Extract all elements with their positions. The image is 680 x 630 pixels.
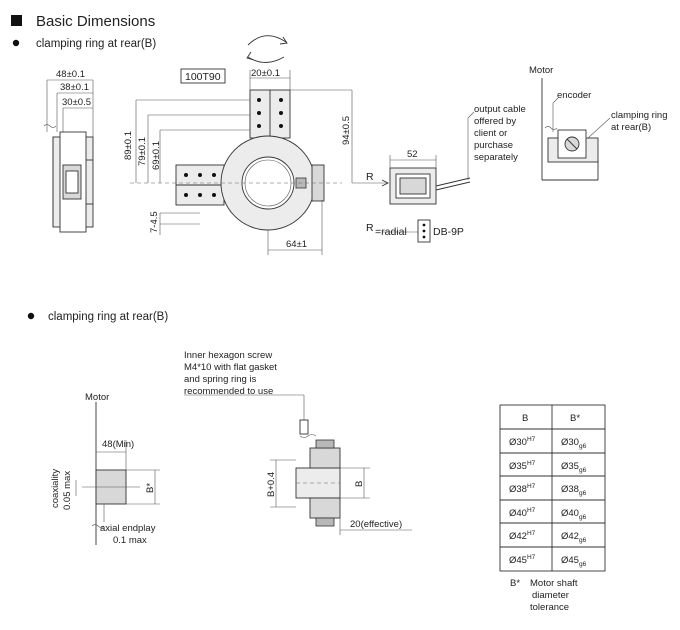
screw-note-4: recommended to use: [184, 386, 273, 397]
bullet-icon: [12, 39, 20, 47]
cable-note-4: purchase: [474, 140, 513, 151]
radial-r: R: [366, 222, 374, 234]
side-view-drawing: [43, 79, 94, 233]
heading-square-icon: [11, 15, 22, 26]
dim-89: 89±0.1: [123, 131, 134, 160]
motor-mount-drawing: [541, 78, 611, 181]
endplay-1: axial endplay: [100, 523, 156, 534]
dim-20: 20±0.1: [251, 68, 280, 79]
table-cell-b: Ø42H7: [509, 530, 536, 542]
screw-note-2: M4*10 with flat gasket: [184, 362, 277, 373]
dim-69: 69±0.1: [151, 141, 162, 170]
dim-b: B: [354, 481, 365, 487]
coaxiality-2: 0.05 max: [62, 471, 73, 510]
table-note-3: tolerance: [530, 602, 569, 613]
dim-64: 64±1: [286, 239, 307, 250]
db9-connector-drawing: [352, 111, 475, 243]
clamp-note-2: at rear(B): [611, 122, 651, 133]
radial-text: =radial: [375, 226, 407, 238]
dim-48: 48±0.1: [56, 69, 85, 80]
dim-94: 94±0.5: [341, 116, 352, 145]
section-view-drawing: [184, 394, 412, 535]
section-bottom-label: clamping ring at rear(B): [48, 311, 168, 323]
bullet-icon-2: [27, 312, 35, 320]
b-star-shaft: B*: [145, 483, 156, 493]
tag-100t90: 100T90: [185, 71, 221, 83]
motor-label-top: Motor: [529, 65, 553, 76]
db9-label: DB-9P: [433, 226, 464, 238]
cable-note-3: client or: [474, 128, 507, 139]
table-cell-bstar: Ø45g6: [561, 555, 587, 568]
dim-48-min: 48(Min): [102, 439, 134, 450]
dim-b-plus: B+0.4: [266, 472, 277, 497]
endplay-2: 0.1 max: [113, 535, 147, 546]
table-cell-b: Ø30H7: [509, 436, 536, 448]
dim-79: 79±0.1: [137, 137, 148, 166]
table-cell-b: Ø38H7: [509, 483, 536, 495]
r-label: R: [366, 171, 374, 183]
screw-note-1: Inner hexagon screw: [184, 350, 272, 361]
encoder-label: encoder: [557, 90, 591, 101]
motor-label-bottom: Motor: [85, 392, 109, 403]
table-note-1: Motor shaft: [530, 578, 578, 589]
dim-30: 30±0.5: [62, 97, 91, 108]
coaxiality-1: coaxiality: [50, 469, 61, 508]
section-top-label: clamping ring at rear(B): [36, 38, 156, 50]
table-note-2: diameter: [532, 590, 569, 601]
dim-52: 52: [407, 149, 418, 160]
table-cell-bstar: Ø38g6: [561, 484, 587, 497]
table-cell-bstar: Ø40g6: [561, 508, 587, 521]
motor-shaft-drawing: [75, 402, 160, 545]
table-cell-b: Ø45H7: [509, 554, 536, 566]
cable-note-5: separately: [474, 152, 518, 163]
table-note-mark: B*: [510, 578, 520, 589]
table-cell-bstar: Ø35g6: [561, 461, 587, 474]
table-cell-b: Ø40H7: [509, 507, 536, 519]
table-cell-b: Ø35H7: [509, 460, 536, 472]
heading-title: Basic Dimensions: [36, 13, 155, 30]
table-cell-bstar: Ø30g6: [561, 437, 587, 450]
tolerance-table: [499, 404, 606, 572]
clamp-note-1: clamping ring: [611, 110, 668, 121]
dim-20-effective: 20(effective): [350, 519, 402, 530]
cable-note-2: offered by: [474, 116, 516, 127]
tag-box: [180, 68, 226, 84]
dim-38: 38±0.1: [60, 82, 89, 93]
table-header-b-star: B*: [570, 413, 580, 424]
dim-7-4-5: 7-4.5: [149, 211, 160, 233]
front-view-drawing: [130, 35, 353, 255]
cable-note-1: output cable: [474, 104, 526, 115]
table-cell-bstar: Ø42g6: [561, 531, 587, 544]
screw-note-3: and spring ring is: [184, 374, 257, 385]
table-header-b: B: [522, 413, 528, 424]
